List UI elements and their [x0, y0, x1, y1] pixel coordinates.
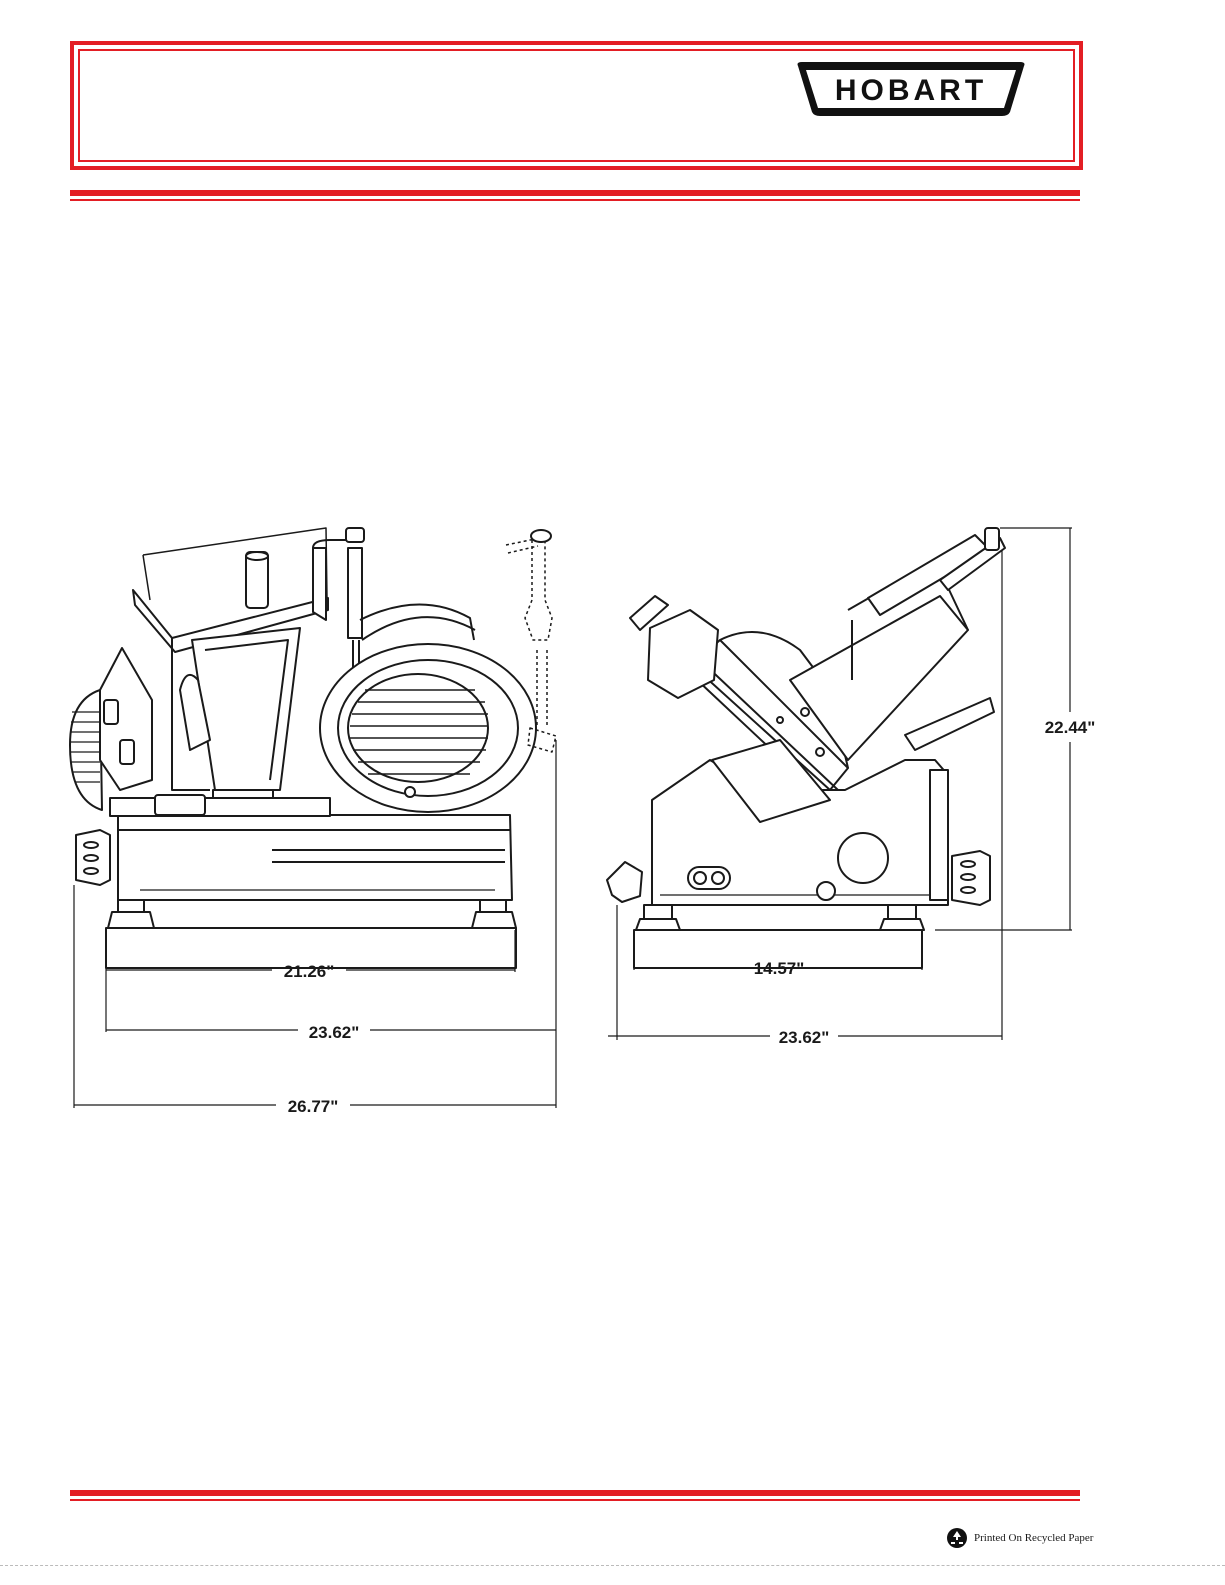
recycled-paper-text: Printed On Recycled Paper [974, 1532, 1093, 1544]
dim-side-overall-depth: 23.62" [779, 1028, 830, 1047]
side-view-drawing [607, 528, 1005, 968]
bottom-edge-line [0, 1565, 1225, 1567]
dim-front-overall-width: 23.62" [309, 1023, 360, 1042]
dim-side-overall-height: 22.44" [1045, 718, 1096, 737]
recycled-paper-note: Printed On Recycled Paper [946, 1525, 1093, 1551]
dim-front-width-with-handle: 26.77" [288, 1097, 339, 1116]
recycle-icon [946, 1527, 968, 1549]
bottom-rule [70, 1490, 1080, 1501]
front-view-drawing [70, 528, 556, 968]
dim-side-base-depth: 14.57" [754, 959, 805, 978]
dim-front-base-width: 21.26" [284, 962, 335, 981]
